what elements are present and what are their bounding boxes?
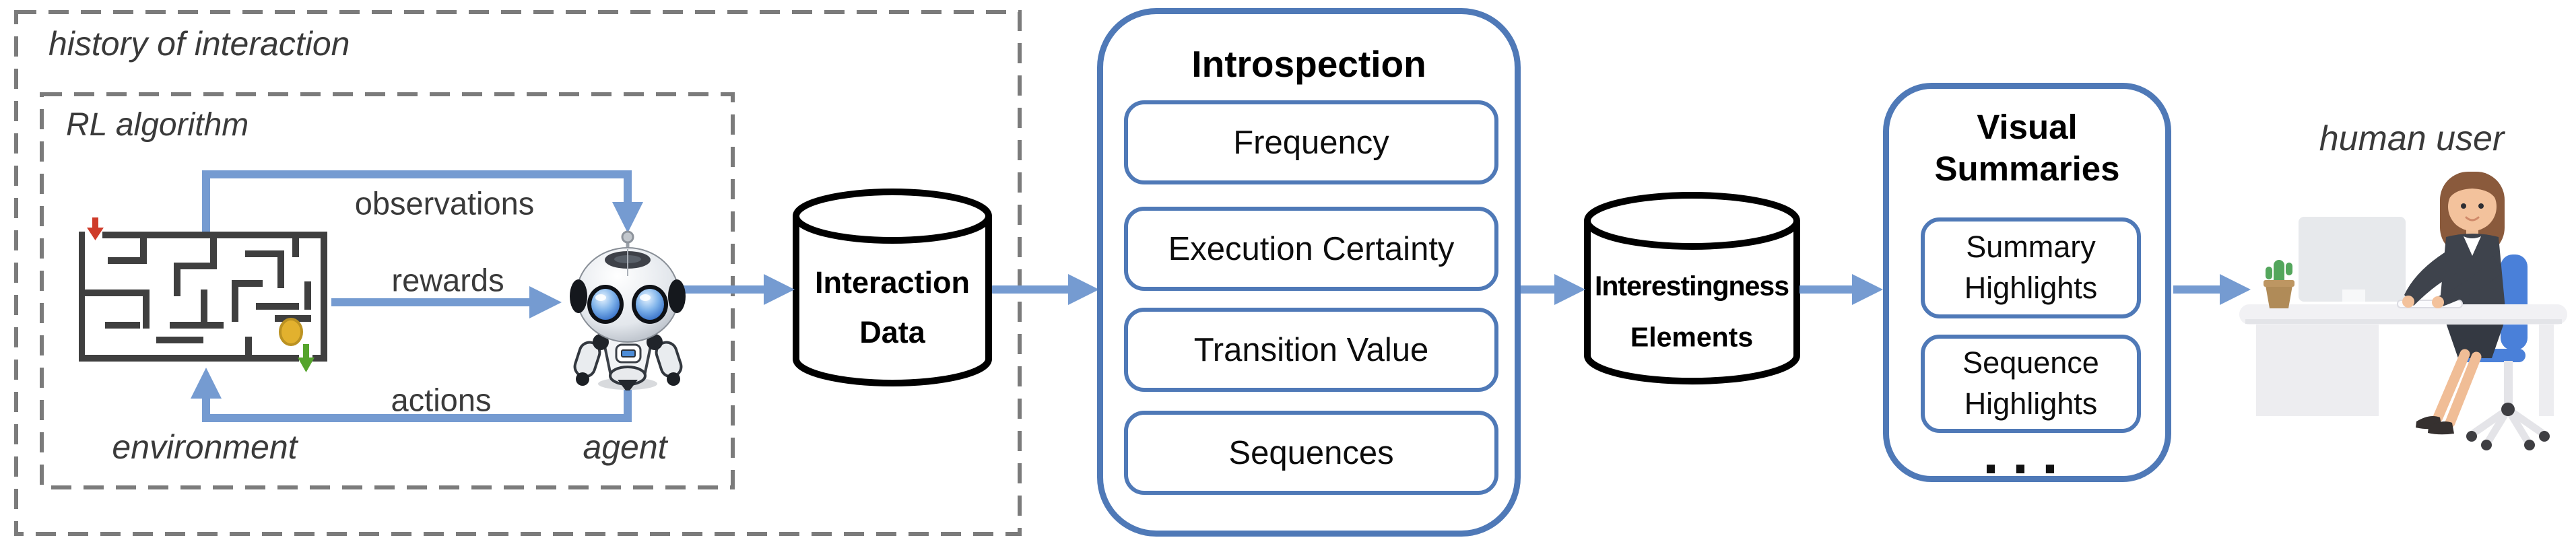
introspection-item-sequences: Sequences [1124,411,1498,495]
shoe [2428,421,2454,435]
robot-right-ear-icon [668,279,686,313]
robot-antenna-icon [621,230,634,244]
skirt [2446,323,2504,358]
actions-arrow [191,368,632,422]
visual-summaries-panel: Visual Summaries Summary Highlights Sequ… [1883,83,2171,486]
human-user-illustration [2239,172,2567,450]
monitor [2299,217,2406,302]
agent-label: agent [583,428,667,466]
actions-label: actions [391,382,492,418]
summaries-item-summary-highlights: Summary Highlights [1921,217,2141,318]
maze-goal-coin [279,318,303,346]
elements-to-summaries-arrow [1799,274,1883,305]
maze-exit-arrow-icon [298,344,315,372]
data-to-introspection-arrow [992,274,1099,305]
robot-eyes-icon [587,285,668,324]
interaction-data-label-line1: Interaction [814,265,970,300]
robot-chest-badge [621,349,636,358]
summaries-to-user-arrow [2173,274,2251,305]
introspection-panel: Introspection Frequency Execution Certai… [1097,8,1521,537]
rl-algorithm-label: RL algorithm [66,107,249,143]
face [2448,182,2497,231]
observations-label: observations [354,185,535,222]
interaction-data-store [793,189,992,386]
cactus-plant [2264,260,2294,308]
robot-agent-image [570,230,686,390]
introspection-title: Introspection [1191,43,1426,85]
history-of-interaction-box [14,10,1022,536]
interaction-data-label-line2: Data [859,315,925,349]
environment-label: environment [112,428,298,466]
maze-entry-arrow-icon [87,217,104,240]
introspection-item-transition-value: Transition Value [1124,308,1498,392]
summaries-item-sequence-highlights: Sequence Highlights [1921,335,2141,433]
observations-arrow [202,170,643,235]
interestingness-label-line1: Interestingness [1594,270,1789,302]
desk [2239,304,2567,416]
introspection-item-frequency: Frequency [1124,100,1498,184]
robot-left-ear-icon [570,279,587,313]
summaries-ellipsis: ... [1983,421,2072,486]
interestingness-label-line2: Elements [1630,321,1754,353]
maze-environment-image [79,217,327,372]
history-of-interaction-label: history of interaction [48,25,350,63]
introspection-item-execution-certainty: Execution Certainty [1124,207,1498,291]
visual-summaries-title: Visual Summaries [1934,108,2120,189]
rewards-arrow [331,286,562,318]
agent-to-data-arrow [676,274,795,305]
rewards-label: rewards [391,262,504,298]
woman-arms [2402,249,2501,308]
human-user-label: human user [2319,119,2505,158]
introspection-to-elements-arrow [1521,274,1585,305]
interestingness-elements-store [1584,192,1800,385]
